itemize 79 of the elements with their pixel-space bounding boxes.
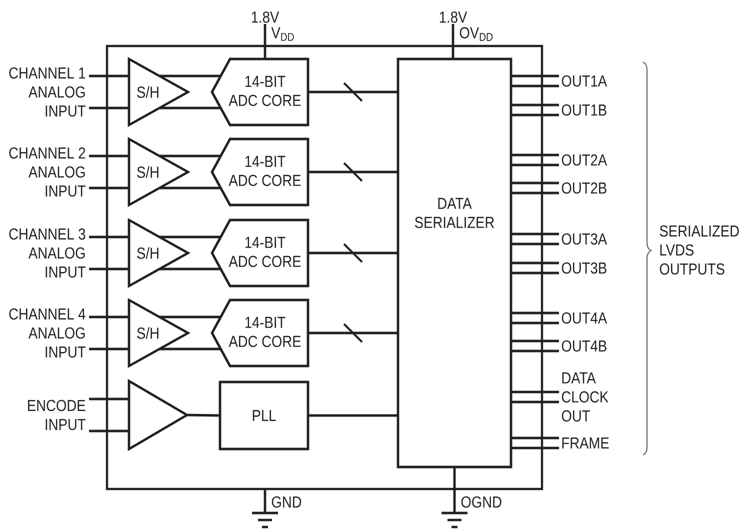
wire xyxy=(511,154,559,156)
output-label: OUT3B xyxy=(562,262,606,274)
wire xyxy=(452,24,454,59)
wire xyxy=(89,316,129,318)
wire xyxy=(159,106,221,110)
wire xyxy=(511,446,559,450)
wire xyxy=(511,390,559,394)
output-label: OUT2B xyxy=(562,182,606,194)
wire xyxy=(159,268,221,270)
ground-symbol xyxy=(252,512,278,528)
wire xyxy=(511,272,559,274)
wire xyxy=(511,232,559,236)
wire xyxy=(511,322,559,324)
wire xyxy=(89,154,129,158)
adc-block: 14-BIT ADC CORE xyxy=(210,218,310,288)
wire xyxy=(264,489,266,513)
wire xyxy=(159,186,221,190)
wire xyxy=(511,436,559,440)
wire xyxy=(511,242,559,246)
input-label: CHANNEL 2 ANALOG INPUT xyxy=(9,147,86,197)
serializer-box: DATA SERIALIZER xyxy=(396,58,512,468)
wire xyxy=(159,154,221,158)
wire xyxy=(159,316,221,318)
group-label: SERIALIZED LVDS OUTPUTS xyxy=(660,225,739,275)
wire xyxy=(89,236,129,238)
wire xyxy=(511,350,559,352)
wire xyxy=(159,348,221,350)
wire xyxy=(511,262,559,264)
input-label: ENCODE INPUT xyxy=(28,400,86,430)
voltage-label: 1.8V xyxy=(440,11,468,23)
wire xyxy=(186,414,220,417)
wire xyxy=(511,104,559,106)
wire xyxy=(159,236,221,238)
wire xyxy=(511,340,559,342)
output-label: OUT3A xyxy=(562,233,608,245)
output-label: OUT2A xyxy=(562,154,608,166)
output-label: OUT1B xyxy=(562,104,606,116)
wire xyxy=(89,268,129,270)
wire xyxy=(511,400,559,404)
output-label: OUT4B xyxy=(562,340,606,352)
ground-symbol xyxy=(442,512,468,528)
adc-block: 14-BIT ADC CORE xyxy=(210,138,310,206)
wire xyxy=(89,348,129,350)
pin-label: OV$_{DD}$ xyxy=(458,26,494,42)
wire xyxy=(264,24,266,59)
wire xyxy=(511,164,559,166)
wire xyxy=(89,186,129,190)
wire xyxy=(308,170,398,174)
wire xyxy=(308,90,398,94)
output-label: FRAME xyxy=(562,438,609,448)
wire xyxy=(308,414,398,417)
adc-block: 14-BIT ADC CORE xyxy=(210,298,310,368)
wire xyxy=(89,106,129,110)
input-label: CHANNEL 1 ANALOG INPUT xyxy=(9,67,86,117)
output-label: OUT1A xyxy=(562,75,608,87)
wire xyxy=(511,192,559,194)
wire xyxy=(89,430,129,432)
wire xyxy=(511,84,559,88)
output-label: OUT4A xyxy=(562,312,608,324)
wire xyxy=(511,114,559,116)
wire xyxy=(511,182,559,184)
wire xyxy=(89,74,129,78)
input-label: CHANNEL 3 ANALOG INPUT xyxy=(9,228,86,278)
wire xyxy=(453,467,456,513)
pin-label: V$_{DD}$ xyxy=(270,26,296,42)
wire xyxy=(159,74,221,78)
wire xyxy=(511,74,559,78)
output-label: DATA CLOCK OUT xyxy=(562,372,608,422)
wire xyxy=(308,332,398,334)
wire xyxy=(511,312,559,314)
chip-outline xyxy=(106,44,544,490)
voltage-label: 1.8V xyxy=(252,11,280,23)
pin-label: GND xyxy=(270,495,303,509)
pll-box: PLL xyxy=(218,380,310,450)
adc-block: 14-BIT ADC CORE xyxy=(210,58,310,126)
wire xyxy=(89,398,129,400)
input-label: CHANNEL 4 ANALOG INPUT xyxy=(9,308,86,358)
wire xyxy=(308,252,398,254)
pin-label: OGND xyxy=(460,495,503,509)
